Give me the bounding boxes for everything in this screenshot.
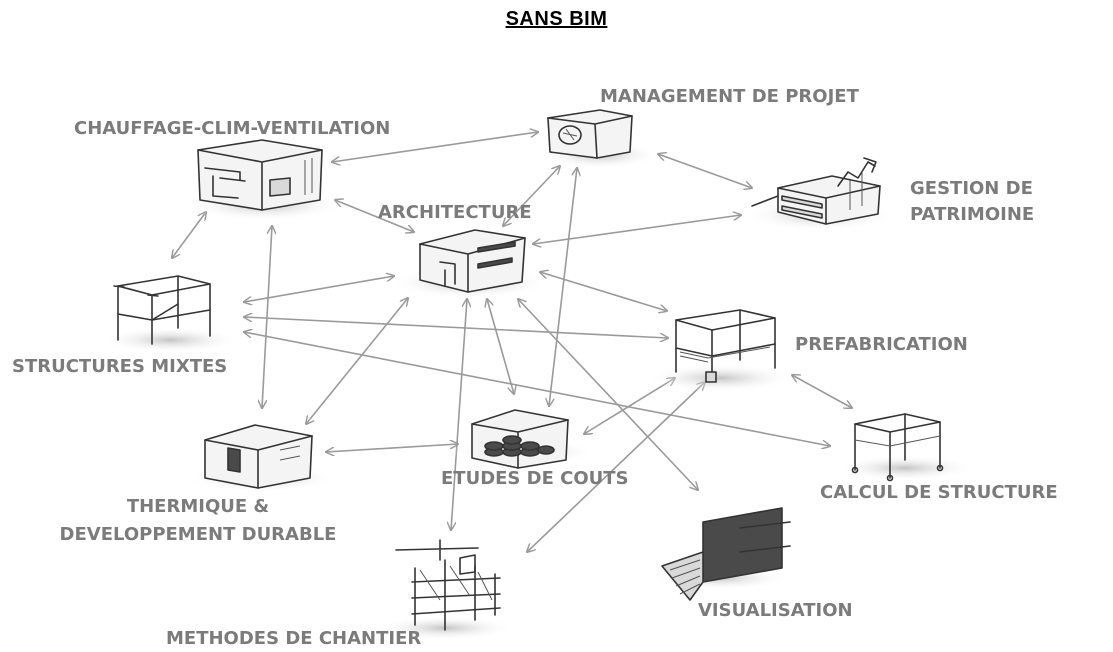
chauffage-sketch-icon xyxy=(185,139,345,221)
arrow-architecture-gestion xyxy=(533,215,741,244)
arrow-architecture-methodes xyxy=(451,299,467,530)
label-gestion-1: GESTION DE xyxy=(910,178,1033,199)
etudes-sketch-icon xyxy=(447,409,597,469)
arrow-architecture-prefab xyxy=(540,272,667,311)
arrow-prefab-calcul xyxy=(792,375,852,408)
arrow-management-etudes xyxy=(549,168,577,406)
arrow-thermique-etudes xyxy=(326,444,458,452)
label-prefabrication: PREFABRICATION xyxy=(795,334,968,355)
prefabrication-sketch-icon xyxy=(645,309,795,392)
label-gestion-2: PATRIMOINE xyxy=(910,204,1035,225)
label-chauffage: CHAUFFAGE-CLIM-VENTILATION xyxy=(74,118,391,139)
label-visualisation: VISUALISATION xyxy=(698,600,853,621)
diagram-title: SANS BIM xyxy=(505,8,608,30)
structures-sketch-icon xyxy=(100,275,240,353)
thermique-sketch-icon xyxy=(187,424,337,492)
methodes-sketch-icon xyxy=(375,539,515,640)
label-etudes: ETUDES DE COUTS xyxy=(441,468,629,489)
coin-stack xyxy=(484,435,555,457)
label-management: MANAGEMENT DE PROJET xyxy=(600,86,859,107)
architecture-sketch-icon xyxy=(390,229,550,299)
connector-arrows xyxy=(172,132,852,552)
gestion-sketch-icon xyxy=(745,157,895,231)
arrow-structures-prefab xyxy=(244,317,668,338)
visualisation-sketch-icon xyxy=(650,507,791,601)
arrow-architecture-structures xyxy=(244,276,394,302)
label-architecture: ARCHITECTURE xyxy=(378,202,532,223)
arrow-chauffage-management xyxy=(332,132,538,162)
label-methodes: METHODES DE CHANTIER xyxy=(166,628,422,649)
arrow-management-gestion xyxy=(658,154,752,188)
arrow-chauffage-thermique xyxy=(262,226,272,408)
label-thermique-2: DEVELOPPEMENT DURABLE xyxy=(59,524,337,545)
calcul-sketch-icon xyxy=(835,413,975,482)
arrow-chauffage-architecture xyxy=(335,200,414,232)
arrow-chauffage-structures xyxy=(172,212,206,258)
label-thermique-1: THERMIQUE & xyxy=(126,496,270,517)
label-calcul: CALCUL DE STRUCTURE xyxy=(820,482,1058,503)
arrow-prefab-methodes xyxy=(527,382,705,552)
label-structures: STRUCTURES MIXTES xyxy=(12,356,228,377)
management-sketch-icon xyxy=(540,109,660,169)
